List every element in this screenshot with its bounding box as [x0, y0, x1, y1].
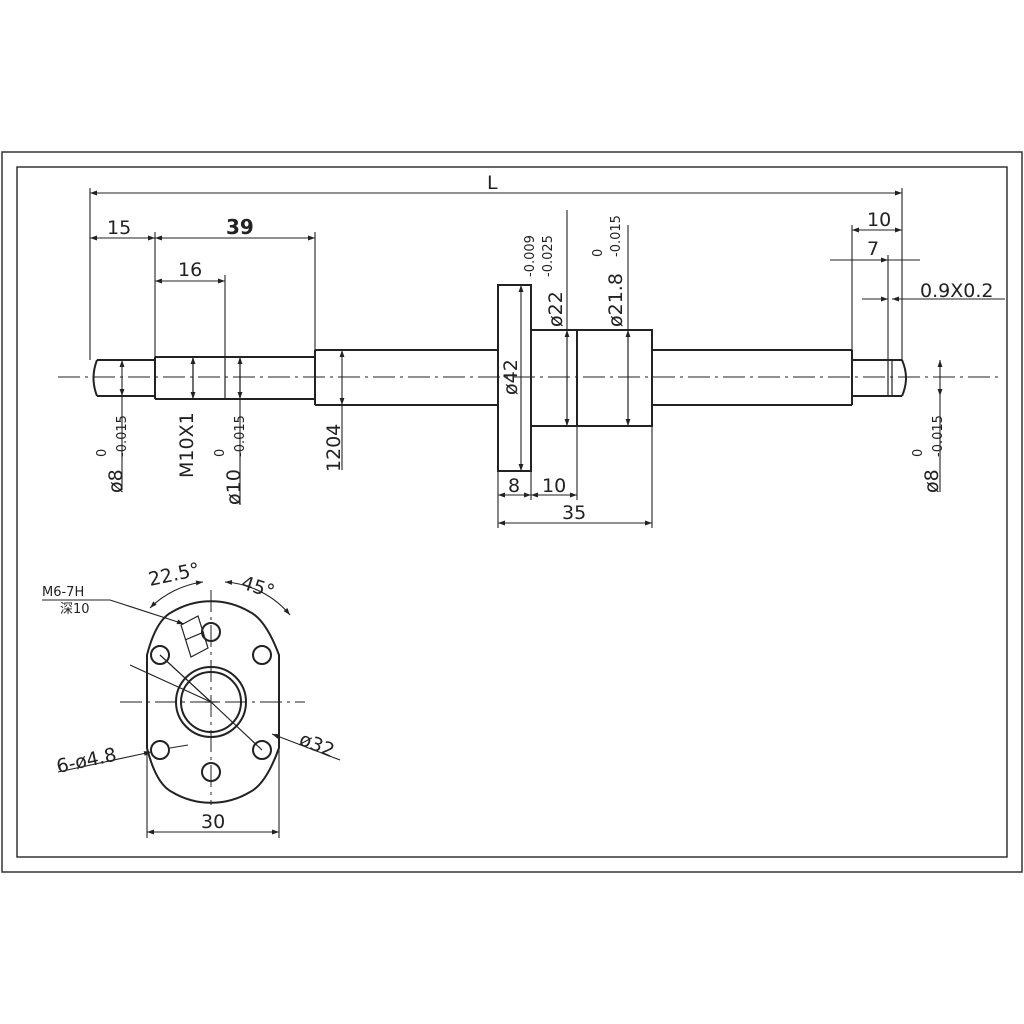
svg-text:-0.015: -0.015	[233, 415, 248, 457]
svg-text:-0.009: -0.009	[523, 235, 538, 277]
ball-nut	[497, 284, 653, 472]
inner-frame	[16, 166, 1008, 858]
screw-shaft	[92, 349, 907, 406]
dim-7: 7	[867, 238, 879, 260]
svg-text:-0.015: -0.015	[609, 215, 624, 257]
dim-15: 15	[107, 217, 131, 239]
dim-nut-dia-b: ø21.8	[605, 273, 627, 327]
dim-16: 16	[178, 259, 202, 281]
dim-pcd: ø32	[296, 728, 337, 762]
dim-angle-45: 45°	[238, 572, 277, 603]
dim-holes: 6-ø4.8	[54, 744, 118, 778]
dim-shaft-right: ø8	[921, 469, 943, 493]
dim-L: L	[487, 172, 498, 194]
dim-10-right: 10	[867, 209, 891, 231]
svg-text:0: 0	[95, 449, 110, 457]
svg-text:-0.015: -0.015	[115, 415, 130, 457]
svg-text:0: 0	[911, 449, 926, 457]
dim-shaft-10: ø10	[223, 469, 245, 505]
dim-nut-dia-a: ø22	[545, 291, 567, 327]
flange-end-view	[120, 590, 305, 805]
svg-text:-0.025: -0.025	[541, 235, 556, 277]
dim-thread: M10X1	[176, 412, 198, 478]
dim-8: 8	[508, 475, 520, 497]
dim-tap-depth: 深10	[60, 602, 90, 617]
svg-text:0: 0	[591, 249, 606, 257]
dim-39: 39	[226, 215, 254, 239]
dim-shaft-left: ø8	[105, 469, 127, 493]
dim-flange-dia: ø42	[500, 359, 522, 395]
dim-35: 35	[562, 502, 586, 524]
dim-chamfer: 0.9X0.2	[920, 280, 993, 302]
outer-frame	[1, 151, 1023, 873]
svg-text:-0.015: -0.015	[931, 415, 946, 457]
dim-screw-model: 1204	[323, 424, 345, 472]
dim-10-nut: 10	[542, 475, 566, 497]
dim-tap: M6-7H	[42, 585, 84, 600]
dim-angle-22-5: 22.5°	[146, 559, 201, 591]
dim-30: 30	[201, 811, 225, 833]
svg-text:0: 0	[213, 449, 228, 457]
